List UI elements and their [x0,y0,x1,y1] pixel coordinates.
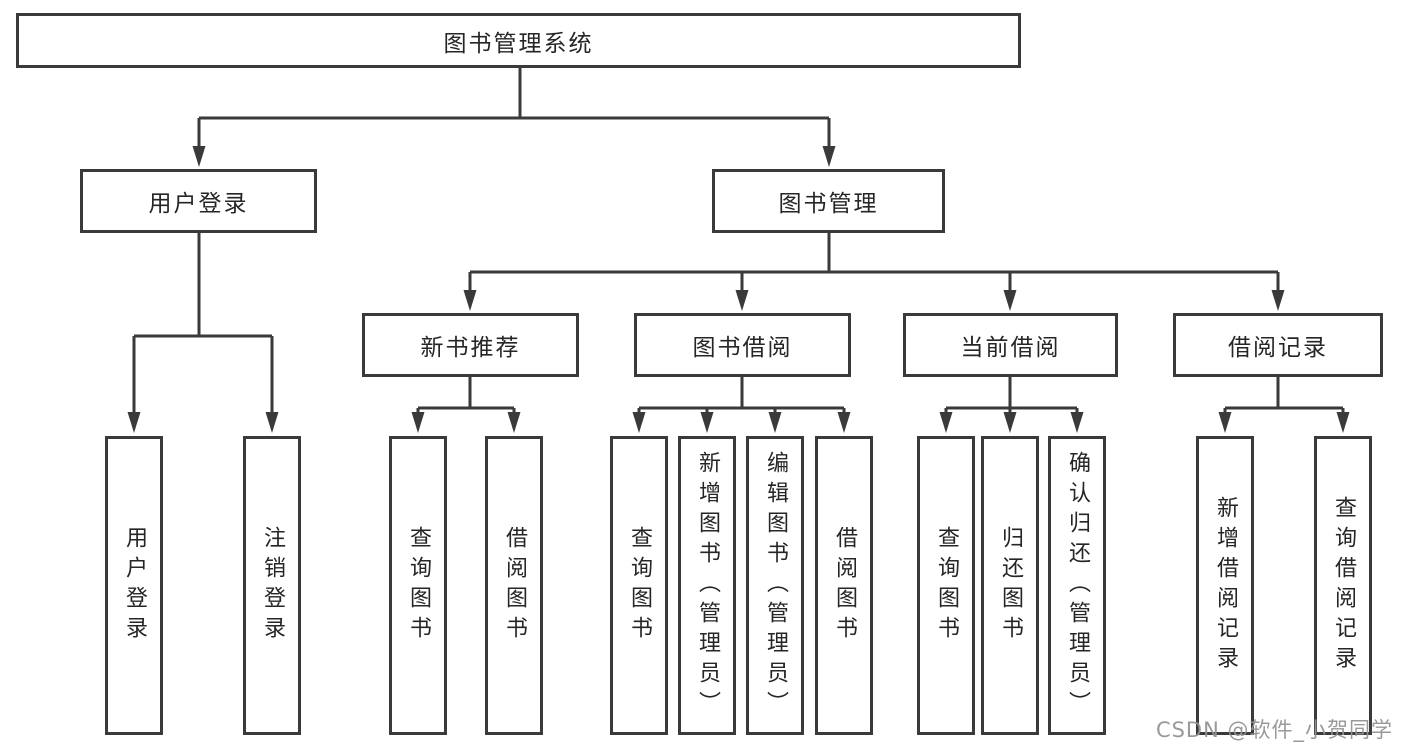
leaf-user-login-label: 用户登录 [122,525,147,646]
leaf-add-borrow-record-label: 新增借阅记录 [1213,495,1238,676]
leaf-return-book-label: 归还图书 [998,525,1023,646]
connector-borrow-record-to-leaves [1218,377,1350,433]
node-book-borrow-label: 图书借阅 [692,335,793,361]
node-user-login-label: 用户登录 [148,191,249,217]
leaf-add-book-admin-label: 新增图书（管理员） [695,450,720,721]
leaf-edit-book-admin: 编辑图书（管理员） [746,436,804,735]
leaf-query-book-newbook-label: 查询图书 [406,525,431,646]
node-new-book-recommend: 新书推荐 [362,313,579,377]
leaf-borrow-book-borrow: 借阅图书 [815,436,873,735]
leaf-user-login: 用户登录 [105,436,163,735]
node-current-borrow: 当前借阅 [903,313,1118,377]
leaf-edit-book-admin-label: 编辑图书（管理员） [763,450,788,721]
leaf-confirm-return-admin: 确认归还（管理员） [1048,436,1106,735]
node-current-borrow-label: 当前借阅 [960,335,1061,361]
node-root: 图书管理系统 [16,13,1021,68]
node-book-management-label: 图书管理 [778,191,879,217]
leaf-return-book: 归还图书 [981,436,1039,735]
connector-new-book-to-leaves [411,377,521,433]
node-book-management: 图书管理 [712,169,945,233]
leaf-add-book-admin: 新增图书（管理员） [678,436,736,735]
connector-book-borrow-to-leaves [632,377,851,433]
connector-book-mgmt-to-level3 [463,233,1285,311]
node-root-label: 图书管理系统 [443,30,594,57]
leaf-query-book-borrow-label: 查询图书 [627,525,652,646]
leaf-logout-label: 注销登录 [260,525,285,646]
node-book-borrow: 图书借阅 [634,313,851,377]
connector-current-borrow-to-leaves [939,377,1084,433]
leaf-add-borrow-record: 新增借阅记录 [1196,436,1254,735]
connector-user-login-to-leaves [127,233,279,433]
leaf-query-book-current-label: 查询图书 [934,525,959,646]
leaf-query-borrow-record-label: 查询借阅记录 [1331,495,1356,676]
node-borrow-record-label: 借阅记录 [1228,335,1328,361]
connector-root-to-level2 [192,68,836,167]
leaf-confirm-return-admin-label: 确认归还（管理员） [1065,450,1090,721]
leaf-query-borrow-record: 查询借阅记录 [1314,436,1372,735]
leaf-borrow-book-newbook: 借阅图书 [485,436,543,735]
node-new-book-recommend-label: 新书推荐 [420,335,521,361]
leaf-query-book-current: 查询图书 [917,436,975,735]
leaf-query-book-newbook: 查询图书 [389,436,447,735]
watermark: CSDN @软件_小贺同学 [1155,718,1393,742]
leaf-query-book-borrow: 查询图书 [610,436,668,735]
node-borrow-record: 借阅记录 [1173,313,1383,377]
node-user-login: 用户登录 [80,169,317,233]
leaf-borrow-book-newbook-label: 借阅图书 [502,525,527,646]
leaf-logout: 注销登录 [243,436,301,735]
leaf-borrow-book-borrow-label: 借阅图书 [832,525,857,646]
